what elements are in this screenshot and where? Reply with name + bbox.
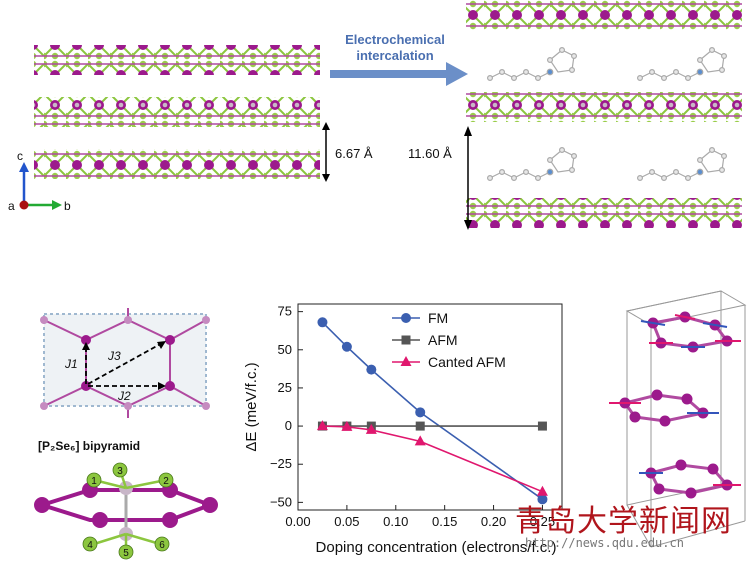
data-point: [316, 420, 328, 431]
interlayer-spacing-after: 11.60 Å: [408, 146, 452, 161]
spacing-arrow-right: [464, 126, 472, 230]
data-point: [415, 421, 425, 431]
data-point: [317, 317, 328, 328]
axis-b-label: b: [64, 199, 71, 213]
series-line-fm: [321, 321, 543, 500]
layer-left-3: [34, 149, 320, 179]
chart-ylabel: ΔE (meV/f.c.): [243, 362, 260, 451]
legend-marker: [400, 356, 412, 366]
layer-right-3: [466, 198, 742, 228]
data-point: [537, 421, 547, 431]
bipyramid-title: [P₂Se₆] bipyramid: [38, 439, 141, 453]
interlayer-spacing-before: 6.67 Å: [335, 146, 373, 161]
chart-series: [316, 317, 548, 505]
layer-left-2: [34, 97, 320, 127]
axis-c-label: c: [17, 149, 23, 163]
layer-right-2: [466, 92, 742, 122]
honeycomb-diagram: J1 J2 J3: [40, 308, 210, 418]
data-point: [341, 420, 353, 431]
site-6: 6: [159, 540, 165, 551]
y-tick-label: 50: [278, 342, 292, 357]
bipyramid-diagram: 1 3 2 4 5 6: [34, 462, 218, 560]
data-point: [366, 364, 377, 375]
x-tick-label: 0.10: [383, 514, 408, 529]
y-tick-label: 0: [285, 418, 292, 433]
axis-a-label: a: [8, 199, 15, 213]
legend-marker: [401, 313, 411, 323]
site-2: 2: [163, 476, 169, 487]
structure-panel: c a b: [8, 0, 742, 230]
exchange-j1: J1: [64, 357, 78, 371]
legend-label: FM: [428, 310, 448, 326]
site-3: 3: [117, 466, 123, 477]
chart-axes: 0.00 0.05 0.10 0.15 0.20 0.25 75 50 25 0 −25 −50: [270, 303, 563, 529]
spacing-arrow-left: [322, 122, 330, 182]
watermark-chinese: 青岛大学新闻网: [515, 504, 732, 539]
x-tick-label: 0.25: [530, 514, 555, 529]
y-tick-label: −25: [270, 456, 292, 471]
x-tick-label: 0.20: [481, 514, 506, 529]
plot-frame: [297, 303, 563, 511]
site-1: 1: [91, 476, 97, 487]
layer-left-1: [34, 45, 320, 75]
exchange-j3: J3: [107, 349, 121, 363]
watermark-url: http://news.qdu.edu.cn: [525, 536, 684, 550]
site-5: 5: [123, 548, 129, 559]
y-tick-label: 75: [278, 304, 292, 319]
legend-label: Canted AFM: [428, 354, 506, 370]
data-point: [365, 423, 377, 434]
y-tick-label: −50: [270, 494, 292, 509]
series-line-canted-afm: [322, 425, 543, 493]
energy-chart: 0.00 0.05 0.10 0.15 0.20 0.25 75 50 25 0 −25 −50 FM…: [243, 303, 563, 556]
intercalation-label-line1: Electrochemical: [345, 32, 445, 47]
chart-legend: FM AFM Canted AFM: [392, 310, 506, 370]
y-tick-label: 25: [278, 380, 292, 395]
data-point: [414, 435, 426, 446]
data-point: [341, 341, 352, 352]
data-point: [415, 407, 426, 418]
x-tick-label: 0.00: [285, 514, 310, 529]
data-point: [537, 494, 548, 505]
x-tick-label: 0.15: [432, 514, 457, 529]
intercalation-label-line2: intercalation: [356, 48, 434, 63]
exchange-j2: J2: [117, 389, 131, 403]
intercalation-label: Electrochemical intercalation: [330, 32, 460, 64]
legend-marker: [401, 335, 411, 345]
unit-cell-diagram: [609, 290, 747, 548]
site-4: 4: [87, 540, 93, 551]
legend-label: AFM: [428, 332, 458, 348]
data-point: [536, 485, 548, 496]
layer-right-1: [466, 0, 742, 30]
intercalation-arrow: [330, 62, 468, 86]
x-tick-label: 0.05: [334, 514, 359, 529]
axis-triad: c a b: [8, 149, 71, 213]
molecule-chain: [487, 46, 727, 182]
chart-xlabel: Doping concentration (electrons/f.c.): [316, 539, 557, 556]
